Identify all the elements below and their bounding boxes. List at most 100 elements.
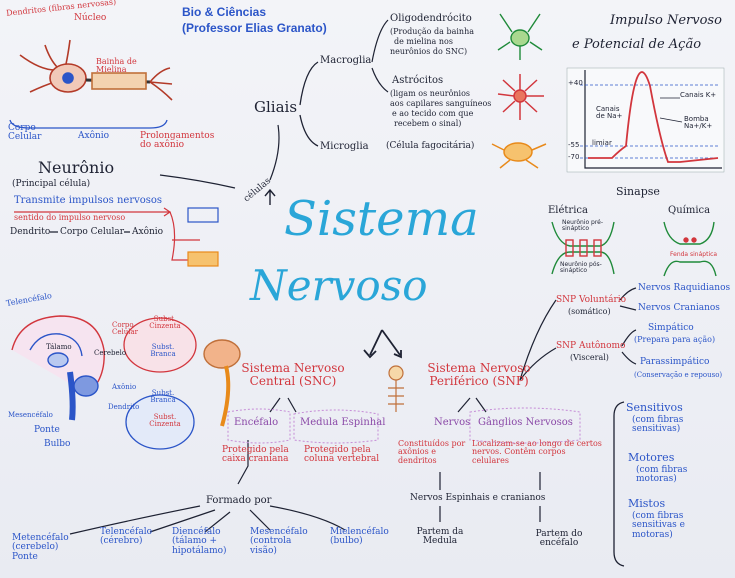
corpo-celular-label: Corpo Celular [8, 123, 42, 143]
sentido-label: sentido do impulso nervoso [14, 213, 126, 222]
neuron-subtitle: (Principal célula) [12, 179, 91, 189]
astro-desc-3: e ao tecido com que [392, 109, 474, 118]
snp-down [439, 472, 541, 522]
brain-3d-drawing [203, 339, 241, 427]
mistos-desc: (com fibras sensitivas e motoras) [632, 511, 685, 540]
snc-dotted-box-encefalo [227, 408, 291, 444]
sinapse-pos: Neurônio pós-sináptico [560, 261, 602, 275]
snc-title: Sistema Nervoso Central (SNC) [241, 361, 345, 388]
sensitivos-label: Sensitivos [626, 401, 683, 414]
gliais-branches [299, 61, 319, 147]
sinapse-eletrica: Elétrica [548, 205, 588, 216]
electrical-synapse-drawing [551, 221, 615, 275]
snp-right-branch [519, 299, 557, 381]
ponte-label: Ponte [34, 425, 60, 435]
impulse-title-1: Impulso Nervoso [610, 13, 722, 28]
sinapse-pre: Neurônio pré-sináptico [562, 219, 604, 233]
types-bracket [613, 401, 625, 567]
canal-k-label: Canais K+ [680, 91, 717, 99]
oligo-label: Oligodendrócito [390, 13, 472, 24]
sensitivos-desc: (com fibras sensitivas) [632, 415, 684, 435]
macroglia-branches [371, 19, 389, 93]
ganglios-desc: Localizam-se ao longo de certos nervos. … [472, 439, 602, 465]
astro-desc-1: (ligam os neurônios [390, 89, 471, 98]
nervos-raq: Nervos Raquidianos [638, 283, 731, 293]
center-split-arrows [363, 329, 402, 359]
bomba-label: Bomba Na+/K+ [684, 115, 713, 131]
snp-split [457, 397, 487, 413]
transmite-label: Transmite impulsos nervosos [14, 195, 163, 206]
neuron-to-celulas-arrow [159, 174, 236, 189]
snp-title: Sistema Nervoso Periférico (SNP) [427, 361, 531, 388]
encefalo-label: Encéfalo [234, 417, 279, 428]
parassimpatico: Parassimpático [640, 357, 710, 367]
partem-medula: Partem da Medula [416, 527, 464, 547]
center-title-sistema: Sistema [284, 191, 479, 247]
nervos-cran: Nervos Cranianos [638, 303, 720, 313]
header-line-2: (Professor Elias Granato) [182, 21, 327, 35]
oligo-desc-3: neurônios do SNC) [390, 47, 468, 56]
talamo-label: Tálamo [46, 343, 72, 351]
center-title-nervoso: Nervoso [250, 261, 428, 310]
simpatico: Simpático [648, 323, 694, 333]
limiar-label: limiar [592, 139, 612, 147]
medula-label: Medula Espinhal [300, 417, 386, 428]
tick-70: -70 [568, 153, 580, 161]
protegido-caixa: Protegido pela caixa craniana [222, 445, 289, 465]
canal-na-label: Canais de Na+ [596, 105, 623, 121]
spinal-cord-drawing [123, 317, 197, 450]
tick-55: -55 [568, 141, 580, 149]
voluntario-branch [619, 287, 637, 311]
oligo-desc-2: de mielina nos [394, 37, 453, 46]
snc-split [269, 397, 297, 413]
spine-drawing [388, 365, 404, 412]
prolongamentos-label: Prolongamentos do axônio [140, 131, 215, 151]
snp-somatico: (somático) [568, 307, 611, 316]
snp-voluntario: SNP Voluntário [556, 295, 627, 305]
impulse-title-2: e Potencial de Ação [572, 37, 702, 52]
neuron-drawing [19, 39, 173, 101]
part-mesencefalo: Mesencéfalo (controla visão) [250, 527, 308, 556]
microglia-drawing [491, 142, 547, 169]
sinapse-title: Sinapse [616, 185, 660, 198]
brain-corpo-celular: Corpo Celular [112, 321, 139, 337]
branca-2: Subst. Branca [150, 389, 176, 405]
flow-dendrito: Dendrito [10, 227, 51, 237]
autonomo-branch [621, 329, 637, 365]
astro-desc-2: aos capilares sanguíneos [390, 99, 492, 108]
mistos-label: Mistos [628, 497, 666, 510]
bulbo-label: Bulbo [44, 439, 71, 449]
parassimpatico-desc: (Conservação e repouso) [634, 371, 723, 379]
action-potential-chart [566, 67, 725, 173]
snp-autonomo: SNP Autônomo [556, 341, 626, 351]
neuron-bracket [9, 119, 168, 129]
protegido-coluna: Protegido pela coluna vertebral [304, 445, 380, 465]
macroglia-label: Macroglia [320, 55, 372, 66]
espinhais-label: Nervos Espinhais e cranianos [410, 493, 546, 503]
flow-corpo: Corpo Celular [60, 227, 125, 237]
axonio-label: Axônio [78, 131, 110, 141]
snp-dotted-box-ganglios [469, 407, 581, 444]
part-diencefalo: Diencéfalo (tálamo + hipotálamo) [172, 527, 227, 556]
flow-axonio: Axônio [132, 227, 164, 237]
simpatico-desc: (Prepara para ação) [634, 335, 716, 344]
tick-40: +40 [568, 79, 583, 87]
ganglios-label: Gânglios Nervosos [478, 417, 573, 428]
part-telencefalo: Telencéfalo (cérebro) [100, 527, 152, 547]
sinapse-quimica: Química [668, 205, 711, 216]
partem-encefalo: Partem do encéfalo [535, 529, 583, 549]
celulas-up-arrow [264, 188, 276, 205]
astrocyte-drawing [497, 74, 544, 120]
motores-desc: (com fibras motoras) [636, 465, 688, 485]
header-line-1: Bio & Ciências [182, 5, 267, 19]
celulas-gliais-arrow [269, 124, 280, 181]
microglia-label: Microglia [320, 141, 369, 152]
formado-label: Formado por [206, 495, 272, 506]
neuron-title: Neurônio [38, 158, 115, 177]
chemical-synapse-drawing [663, 221, 717, 277]
nervos-desc: Constituídos por axônios e dendritos [398, 439, 466, 465]
motores-label: Motores [628, 451, 675, 464]
brain-dendrito: Dendrito [108, 403, 140, 411]
